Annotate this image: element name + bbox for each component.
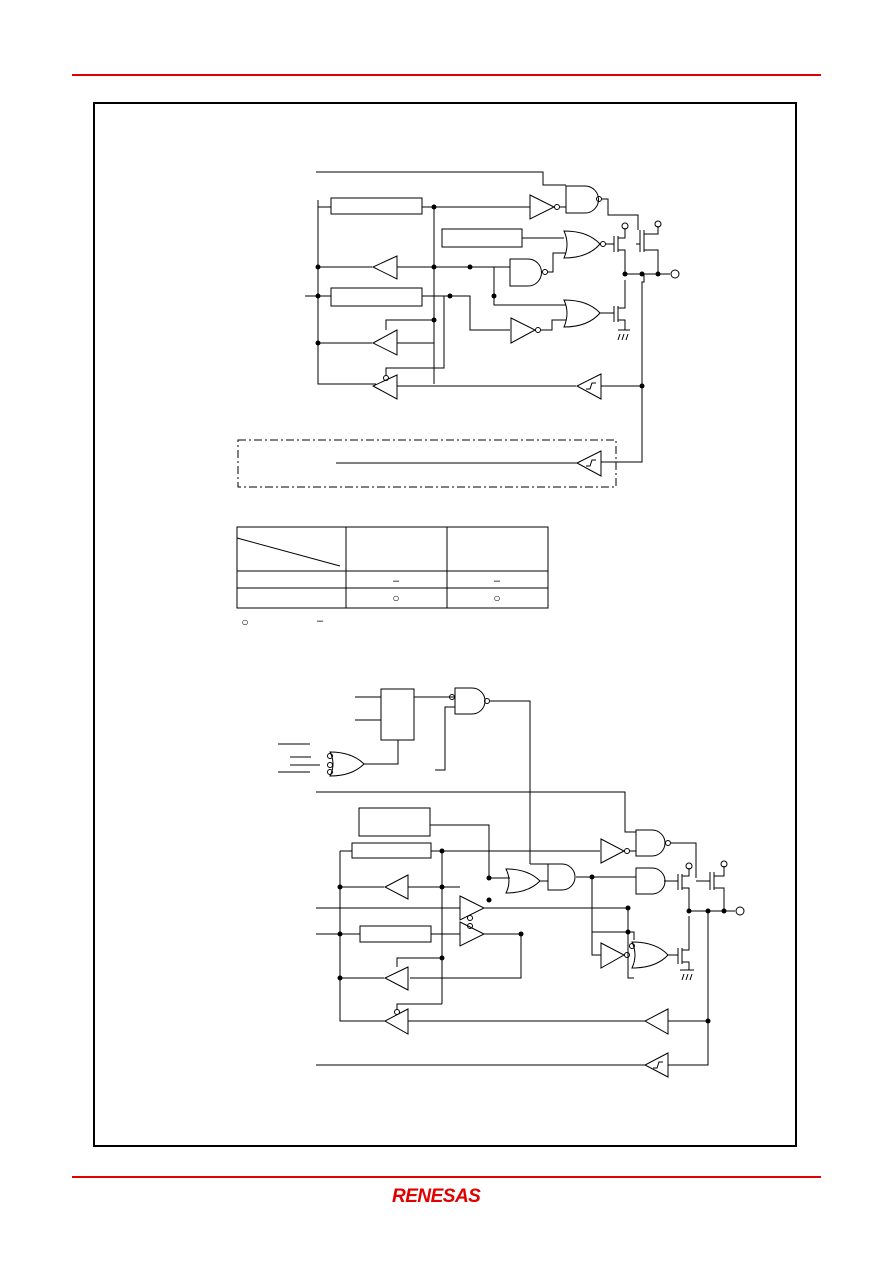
io-table — [236, 526, 549, 609]
or-gate — [505, 868, 541, 894]
inverter-gate — [600, 838, 626, 864]
register-box — [330, 287, 423, 307]
nand-gate — [635, 829, 666, 857]
schmitt-buffer-gate — [643, 1052, 669, 1078]
buffer-gate — [459, 895, 486, 921]
buffer-gate — [383, 1008, 409, 1035]
or-gate — [563, 299, 601, 328]
register-box — [441, 228, 523, 248]
or-gate — [329, 751, 365, 777]
and-gate — [509, 258, 542, 287]
or-gate — [563, 230, 601, 259]
optional-block-boundary — [237, 439, 617, 488]
nand-gate — [635, 867, 666, 895]
register-box — [330, 197, 423, 215]
inverter-gate — [529, 194, 556, 220]
buffer-gate — [371, 255, 398, 280]
buffer-gate — [643, 1008, 669, 1035]
nand-gate — [454, 687, 486, 715]
register-box — [351, 842, 432, 859]
schmitt-buffer-gate — [575, 373, 602, 400]
legend-dash: – — [317, 615, 324, 627]
legend-circle: ○ — [241, 615, 248, 629]
top-rule — [72, 74, 821, 76]
bottom-rule — [72, 1176, 821, 1178]
register-box — [358, 807, 431, 837]
and-gate — [547, 863, 576, 891]
buffer-gate — [383, 874, 409, 900]
figure-frame — [93, 102, 797, 1147]
schmitt-buffer-gate — [575, 450, 602, 477]
buffer-gate — [383, 966, 409, 991]
renesas-logo: RENESAS — [392, 1186, 481, 1207]
table-cell: – — [393, 575, 400, 587]
buffer-gate — [371, 329, 398, 356]
inverter-gate — [510, 317, 537, 344]
latch-box — [380, 688, 415, 741]
table-cell: ○ — [392, 591, 399, 605]
table-cell: – — [494, 575, 501, 587]
top-circuit — [237, 171, 680, 488]
inverter-gate — [600, 942, 626, 969]
buffer-gate — [371, 374, 398, 400]
table-cell: ○ — [493, 591, 500, 605]
nand-gate — [565, 185, 599, 214]
or-gate — [631, 941, 669, 969]
register-box — [359, 925, 432, 943]
bottom-circuit — [278, 687, 745, 1078]
